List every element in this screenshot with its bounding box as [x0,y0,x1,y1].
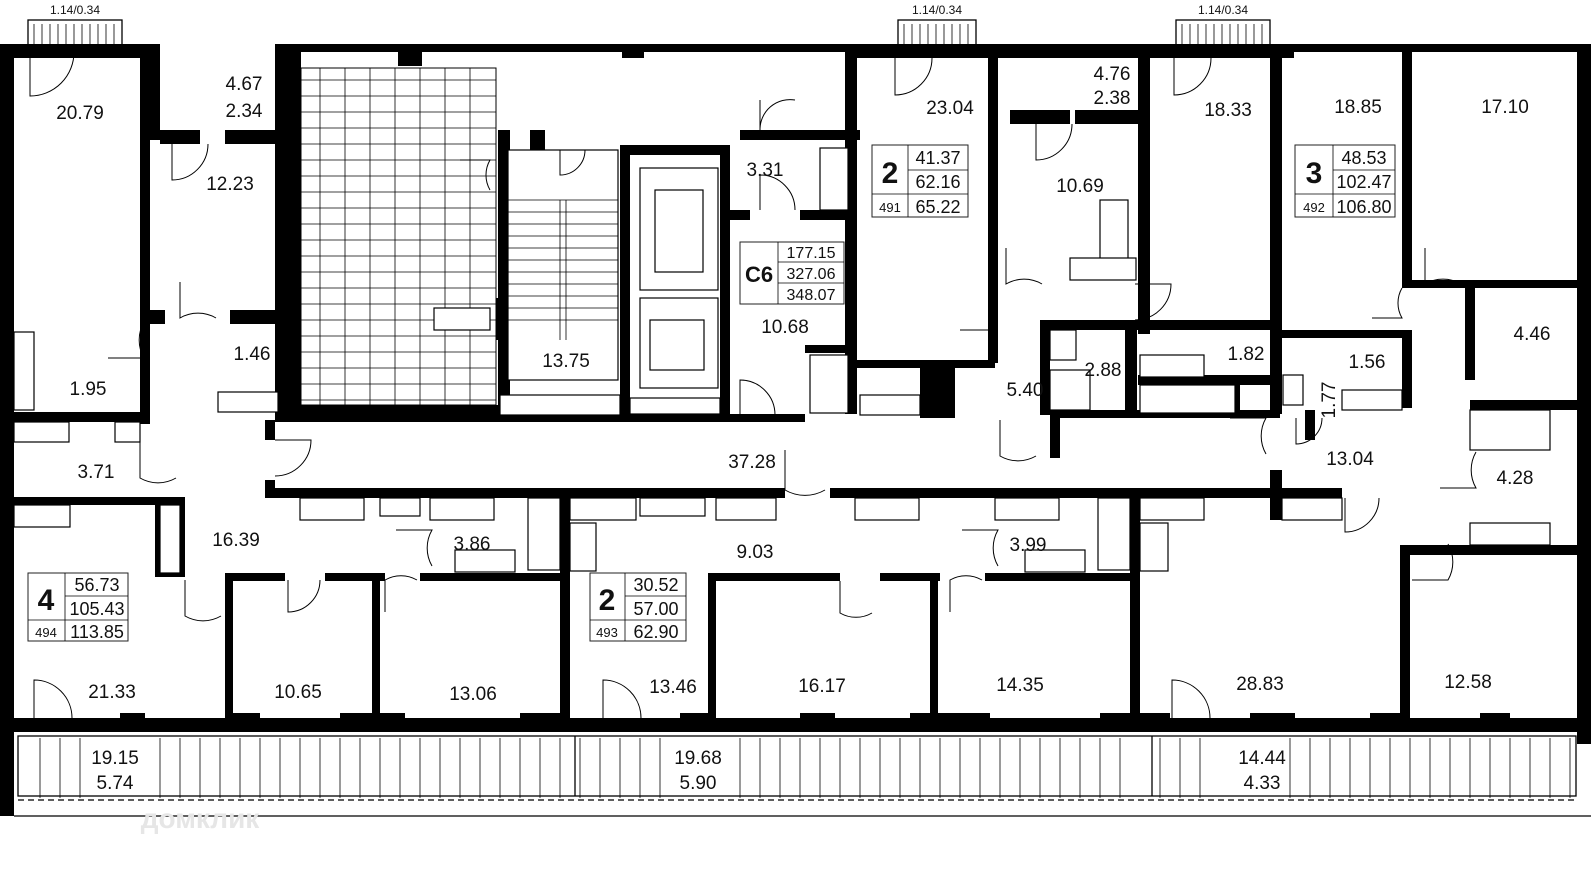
commercial-value: 177.15 [787,245,836,262]
room-area: 10.69 [1056,176,1104,197]
room-area: 12.23 [206,174,254,195]
room-area: 20.79 [56,103,104,124]
apartment-area-with-balcony: 65.22 [915,197,960,217]
room-area: 3.71 [78,462,115,483]
room-area: 10.68 [761,317,809,338]
room-area: 3.31 [747,160,784,181]
commercial-value: 327.06 [787,266,836,283]
fixtures [13,147,1551,574]
room-area: 13.46 [649,677,697,698]
room-area: 1.77 [1319,382,1340,419]
apartment-badge-text: 4 56.73 105.43 494 113.85 2 30.52 57.00 … [35,148,1391,642]
apartment-living-area: 56.73 [74,575,119,595]
room-area: 3.86 [454,534,491,555]
apartment-badges [27,144,1396,642]
room-area: 4.28 [1497,468,1534,489]
loggia-hatch [39,736,1571,798]
room-area: 2.88 [1085,360,1122,381]
room-area: 16.39 [212,530,260,551]
room-area: 12.58 [1444,672,1492,693]
apartment-living-area: 41.37 [915,148,960,168]
room-area: 21.33 [88,682,136,703]
apartment-total-area: 57.00 [633,599,678,619]
loggia-reduced-area: 5.74 [97,773,134,794]
door-swings [29,51,1477,719]
room-area: 18.33 [1204,100,1252,121]
balcony-group [27,19,1271,49]
room-area: 10.65 [274,682,322,703]
room-area: 14.35 [996,675,1044,696]
room-area: 4.46 [1514,324,1551,345]
apartment-living-area: 48.53 [1341,148,1386,168]
room-area: 13.06 [449,684,497,705]
room-area: 1.56 [1349,352,1386,373]
room-area: 18.85 [1334,97,1382,118]
loggia-reduced-area: 2.34 [226,101,263,122]
apartment-area-with-balcony: 113.85 [70,622,124,642]
loggia-reduced-area: 5.90 [680,773,717,794]
room-area: 17.10 [1481,97,1529,118]
room-area: 28.83 [1236,674,1284,695]
room-area: 13.04 [1326,449,1374,470]
apartment-number: 492 [1303,200,1325,215]
loggia-area: 19.68 [674,748,722,769]
apartment-area-with-balcony: 106.80 [1336,197,1391,217]
commercial-label: С6 [745,262,773,287]
apartment-rooms-count: 3 [1306,157,1323,190]
loggia-area: 14.44 [1238,748,1286,769]
balcony-label: 1.14/0.34 [50,3,100,17]
room-area: 16.17 [798,676,846,697]
room-area: 5.40 [1007,380,1044,401]
balcony-label: 1.14/0.34 [912,3,962,17]
apartment-rooms-count: 2 [599,584,616,617]
room-area: 23.04 [926,98,974,119]
loggia-area: 19.15 [91,748,139,769]
room-area: 1.82 [1228,344,1265,365]
loggia-labels: 4.67 2.34 4.76 2.38 19.15 5.74 19.68 5.9… [91,64,1286,794]
apartment-number: 491 [879,200,901,215]
apartment-area-with-balcony: 62.90 [633,622,678,642]
balcony-label: 1.14/0.34 [1198,3,1248,17]
loggia-reduced-area: 4.33 [1244,773,1281,794]
loggia-area: 4.76 [1094,64,1131,85]
room-area: 1.95 [70,379,107,400]
interior-walls [14,44,1577,727]
commercial-value: 348.07 [787,287,836,304]
apartment-total-area: 102.47 [1336,172,1391,192]
balcony-labels: 1.14/0.34 1.14/0.34 1.14/0.34 [50,3,1248,17]
elevator-shaft [639,167,719,389]
room-area: 9.03 [737,542,774,563]
room-area: 13.75 [542,351,590,372]
apartment-number: 494 [35,625,57,640]
apartment-number: 493 [596,625,618,640]
loggia-area: 4.67 [226,74,263,95]
apartment-total-area: 105.43 [69,599,124,619]
watermark-logo: домклик [141,803,261,834]
staircase [507,149,619,381]
apartment-living-area: 30.52 [633,575,678,595]
room-area: 3.99 [1010,535,1047,556]
loggia-reduced-area: 2.38 [1094,88,1131,109]
apartment-rooms-count: 2 [882,157,899,190]
stair-tile-area [300,67,497,406]
room-area-labels: 20.79 12.23 1.46 1.95 3.71 16.39 21.33 1… [56,97,1550,705]
room-area: 37.28 [728,452,776,473]
apartment-total-area: 62.16 [915,172,960,192]
apartment-rooms-count: 4 [38,584,55,617]
room-area: 1.46 [234,344,271,365]
